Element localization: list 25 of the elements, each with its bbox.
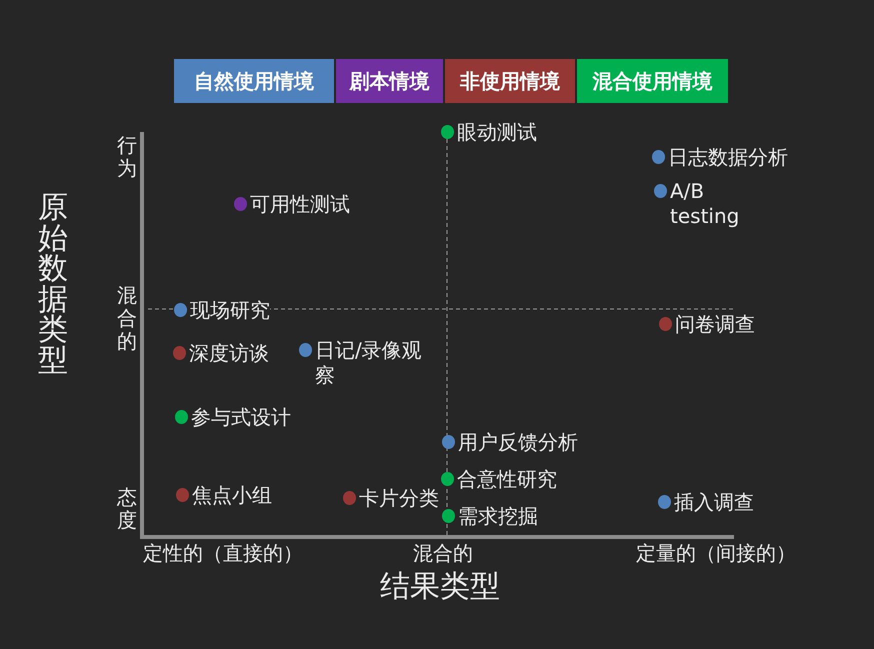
axis-tick-label: 混合的 xyxy=(117,284,137,353)
point-label: 问卷调查 xyxy=(675,312,755,336)
point-label: 现场研究 xyxy=(190,298,270,322)
axis-title: 结果类型 xyxy=(380,570,500,604)
axis-tick-label: 行为 xyxy=(117,134,137,180)
axis-tick-label: 态度 xyxy=(117,486,137,532)
point-label: 焦点小组 xyxy=(192,483,272,507)
point-label: 日志数据分析 xyxy=(668,145,788,169)
point-label: 卡片分类 xyxy=(359,486,439,510)
point-label: 需求挖掘 xyxy=(458,504,538,528)
point-label: 深度访谈 xyxy=(189,341,269,365)
point-label: 插入调查 xyxy=(674,490,754,514)
axis-title: 原始数据类型 xyxy=(38,193,68,376)
legend-item: 混合使用情境 xyxy=(577,59,728,103)
axis-tick-label: 定性的（直接的） xyxy=(143,541,303,565)
axis-tick-label: 混合的 xyxy=(413,541,473,565)
point-label: 眼动测试 xyxy=(457,120,537,144)
legend-item: 剧本情境 xyxy=(336,59,443,103)
axis-tick-label: 定量的（间接的） xyxy=(636,541,796,565)
legend-item: 非使用情境 xyxy=(445,59,575,103)
point-label: 合意性研究 xyxy=(457,467,557,491)
legend-item: 自然使用情境 xyxy=(174,59,334,103)
point-label: 可用性测试 xyxy=(250,192,350,216)
point-label: 用户反馈分析 xyxy=(458,430,578,454)
point-label: 参与式设计 xyxy=(191,405,291,429)
